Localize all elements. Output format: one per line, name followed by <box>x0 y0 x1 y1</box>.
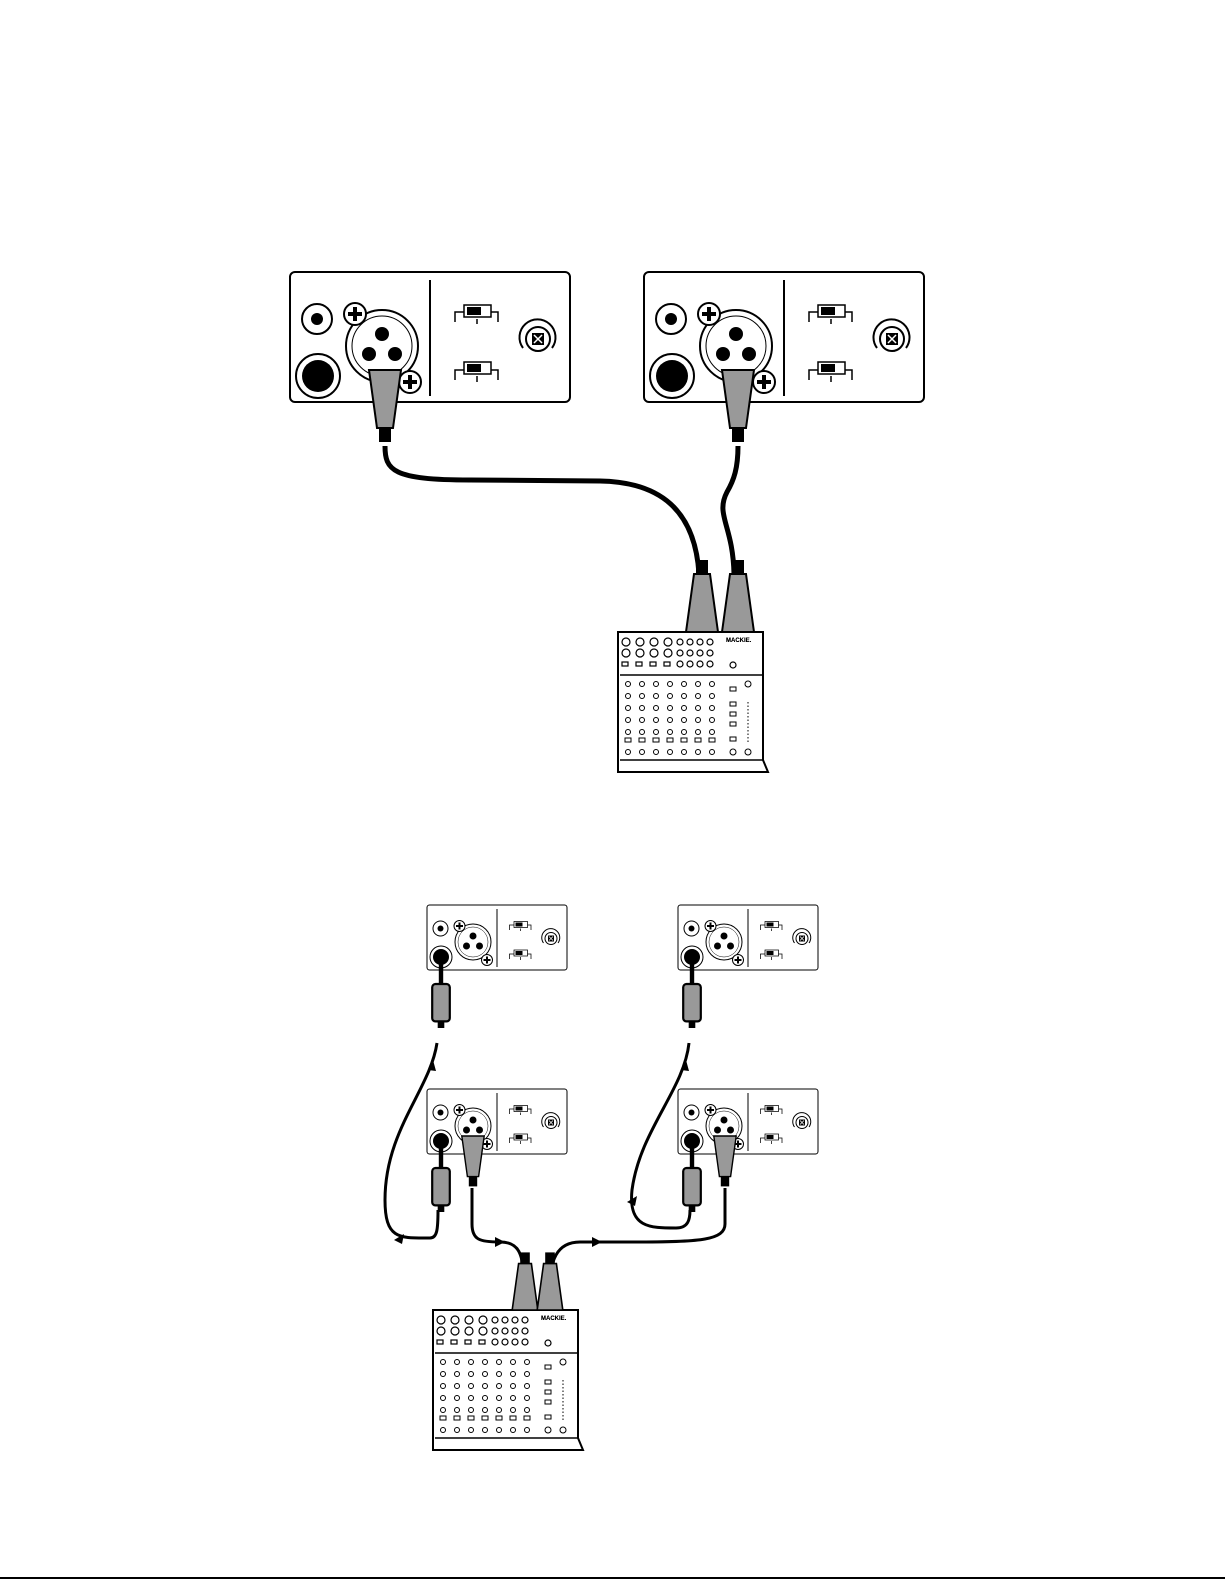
jack-plug-top-right <box>683 962 701 1028</box>
xlr-plug-mixer2-left <box>512 1252 538 1310</box>
xlr-plug-left <box>369 370 401 442</box>
xlr-plug-mixer-right <box>722 560 754 632</box>
speaker-panel-top-right <box>678 905 818 970</box>
mixer-1-brand: MACKIE. <box>726 638 752 644</box>
figure-2: MACKIE. <box>385 905 818 1450</box>
xlr-plug-bottom-right <box>714 1136 736 1186</box>
xlr-plug-right <box>722 370 754 442</box>
speaker-panel-bottom-right <box>678 1089 818 1154</box>
jack-plug-bottom-left <box>432 1146 450 1212</box>
mixer-2-brand: MACKIE. <box>541 1316 567 1322</box>
jack-plug-bottom-right <box>683 1146 701 1212</box>
cable-right <box>723 446 738 574</box>
page-bottom-rule <box>0 1577 1225 1579</box>
speaker-panel-right <box>644 272 924 402</box>
speaker-panel-left <box>290 272 570 402</box>
xlr-plug-mixer2-right <box>537 1252 563 1310</box>
speaker-panel-top-left <box>427 905 567 970</box>
figure-1: MACKIE. <box>290 272 924 772</box>
cable-main-left <box>472 1188 524 1286</box>
mixer-1: MACKIE. <box>618 632 768 772</box>
speaker-panel-bottom-left <box>427 1089 567 1154</box>
jack-plug-top-left <box>432 962 450 1028</box>
xlr-plug-bottom-left <box>462 1136 484 1186</box>
mixer-2: MACKIE. <box>433 1310 583 1450</box>
cable-left <box>385 446 699 574</box>
xlr-plug-mixer-left <box>686 560 718 632</box>
